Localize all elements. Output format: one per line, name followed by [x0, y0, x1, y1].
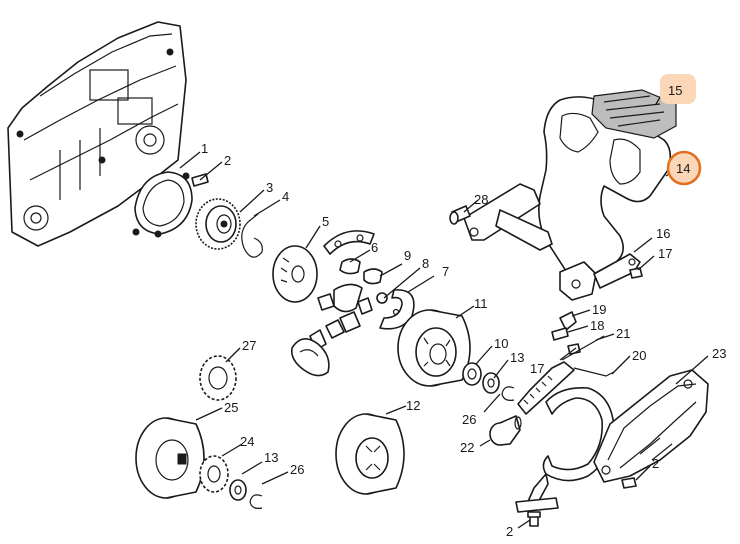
callout-7: 7 [442, 264, 449, 279]
callout-5: 5 [322, 214, 329, 229]
callout-labels: 1 2 3 4 5 6 7 8 9 10 11 12 13 13 14 15 1… [201, 83, 726, 539]
callout-6: 6 [371, 240, 378, 255]
clutch-hub-parts [309, 283, 373, 351]
part-13-washer-bottom [229, 479, 247, 501]
callout-1: 1 [201, 141, 208, 156]
part-15-grip-pad [591, 89, 677, 139]
part-2-screw-bottom [527, 511, 541, 527]
callout-9: 9 [404, 248, 411, 263]
part-5-clutch-shoe [323, 230, 375, 255]
brake-lever-bracket [559, 261, 597, 301]
callout-3: 3 [266, 180, 273, 195]
part-20-brake-spring [517, 361, 615, 415]
callout-2-bottom: 2 [506, 524, 513, 539]
part-27-rim-sprocket [199, 355, 237, 401]
part-22-bushing [489, 415, 522, 446]
part-16-link [593, 253, 641, 289]
part-3-sprocket-gear [195, 198, 241, 250]
callout-24: 24 [240, 434, 254, 449]
callout-8: 8 [422, 256, 429, 271]
part-25-clutch-drum [135, 417, 205, 499]
callout-13-center: 13 [510, 350, 524, 365]
callout-26-center: 26 [462, 412, 476, 427]
callout-14: 14 [676, 161, 690, 176]
callout-4: 4 [282, 189, 289, 204]
callout-19: 19 [592, 302, 606, 317]
part-2-screw-right [621, 477, 637, 489]
part-26-e-clip-bottom [249, 494, 263, 509]
part-4-spring-clip [241, 213, 263, 258]
part-18-bushing [551, 327, 569, 341]
callout-25: 25 [224, 400, 238, 415]
part-14-hand-guard [538, 96, 672, 280]
callout-2-right: 2 [652, 456, 659, 471]
callout-15: 15 [668, 83, 682, 98]
part-19-clip [559, 311, 577, 331]
part-8-pin [376, 292, 388, 304]
callout-26-bottom: 26 [290, 462, 304, 477]
highlight-callout-15 [660, 74, 696, 104]
part-12-clutch-drum [335, 413, 405, 495]
part-1-seal-ring [132, 171, 193, 238]
callout-23: 23 [712, 346, 726, 361]
callout-21: 21 [616, 326, 630, 341]
part-13-washer [482, 372, 500, 394]
callout-28: 28 [474, 192, 488, 207]
crankcase-housing [7, 21, 187, 247]
part-6-spring [339, 258, 361, 275]
part-7-clutch-shoe [379, 289, 415, 330]
callout-2: 2 [224, 153, 231, 168]
callout-27: 27 [242, 338, 256, 353]
clutch-cover-shoe [290, 338, 330, 377]
part-26-e-clip [501, 386, 515, 401]
callout-16: 16 [656, 226, 670, 241]
leader-lines [179, 93, 709, 529]
part-24-rim-sprocket [199, 455, 229, 493]
callout-10: 10 [494, 336, 508, 351]
part-5-clutch-disc [272, 245, 318, 303]
callout-13-bottom: 13 [264, 450, 278, 465]
callout-11: 11 [474, 296, 488, 311]
callout-22: 22 [460, 440, 474, 455]
callout-12: 12 [406, 398, 420, 413]
part-9-spring [363, 268, 383, 285]
part-23-sprocket-cover [593, 369, 709, 483]
callout-20: 20 [632, 348, 646, 363]
callout-17-mid: 17 [530, 361, 544, 376]
part-17-screw-top [629, 267, 643, 279]
part-11-clutch-drum [397, 309, 471, 387]
brake-lever-arm [463, 183, 553, 251]
callout-17-top: 17 [658, 246, 672, 261]
part-10-needle-cage [462, 362, 482, 386]
callout-18: 18 [590, 318, 604, 333]
highlight-callout-14 [666, 150, 702, 186]
